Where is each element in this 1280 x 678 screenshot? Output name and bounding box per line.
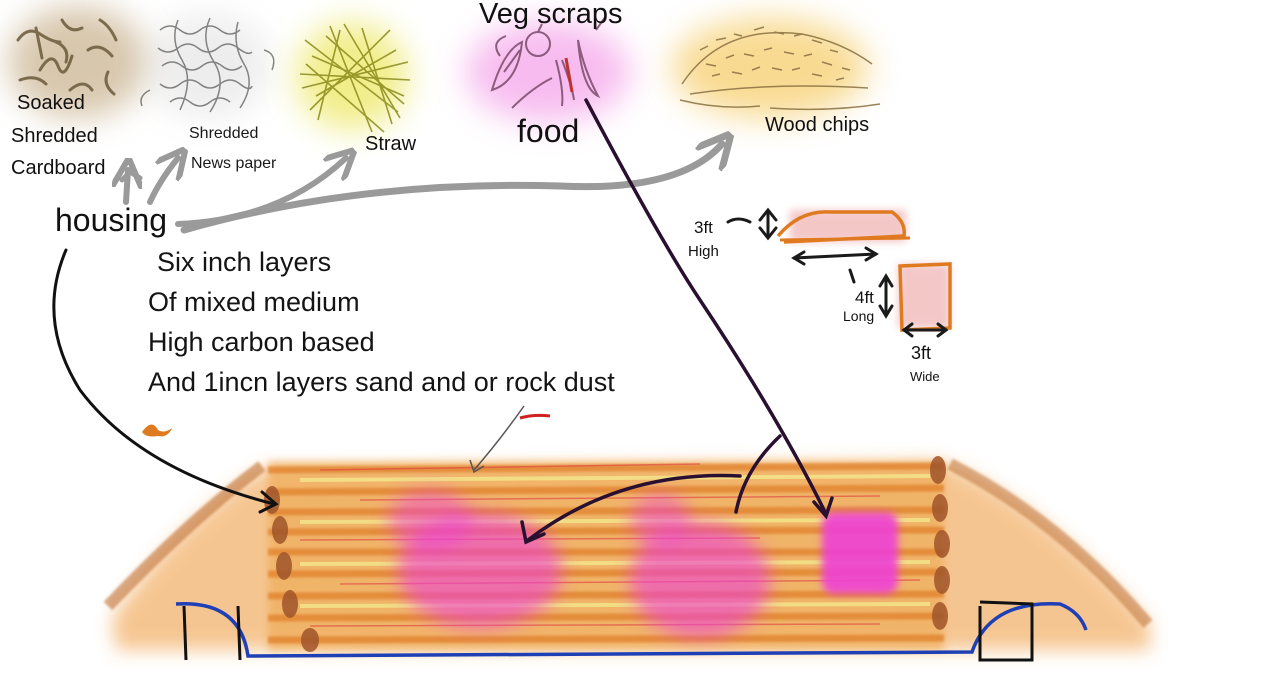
orange-squiggle: [142, 424, 172, 437]
note-line: High carbon based: [148, 327, 375, 357]
newspaper-label-line2: News paper: [191, 155, 277, 172]
dimension-sketch: [726, 207, 952, 338]
wood-chips-label: Wood chips: [765, 114, 870, 136]
straw-label: Straw: [365, 133, 417, 155]
food-to-bed-arrows: [520, 98, 834, 545]
width-label: Wide: [910, 369, 940, 384]
veg-scraps-swatch: [466, 15, 630, 122]
cardboard-swatch: [8, 6, 148, 118]
food-label: food: [517, 113, 580, 149]
layers-pointer: [469, 405, 525, 474]
newspaper-label-line1: Shredded: [189, 125, 259, 142]
cardboard-label-line3: Cardboard: [11, 157, 106, 179]
note-line: And 1incn layers sand and or rock dust: [148, 367, 615, 397]
note-line: Six inch layers: [157, 247, 332, 277]
layering-notes: Six inch layers Of mixed medium High car…: [148, 242, 615, 402]
newspaper-swatch: [140, 14, 275, 118]
housing-to-materials-arrows: [122, 144, 722, 234]
veg-scraps-label: Veg scraps: [479, 0, 623, 30]
width-value: 3ft: [911, 343, 932, 363]
note-line: Of mixed medium: [148, 287, 360, 317]
cardboard-label-line1: Soaked: [17, 92, 85, 114]
housing-to-bed-arrow: [52, 248, 279, 514]
red-mark: [519, 413, 551, 420]
straw-swatch: [296, 22, 411, 133]
housing-label: housing: [55, 202, 168, 238]
cardboard-label-line2: Shredded: [11, 125, 98, 147]
height-value: 3ft: [694, 218, 713, 237]
wood-chips-swatch: [672, 18, 881, 118]
height-label: High: [688, 243, 719, 260]
length-label: Long: [843, 308, 875, 324]
length-value: 4ft: [855, 288, 874, 307]
worm-bed: [103, 456, 1153, 662]
